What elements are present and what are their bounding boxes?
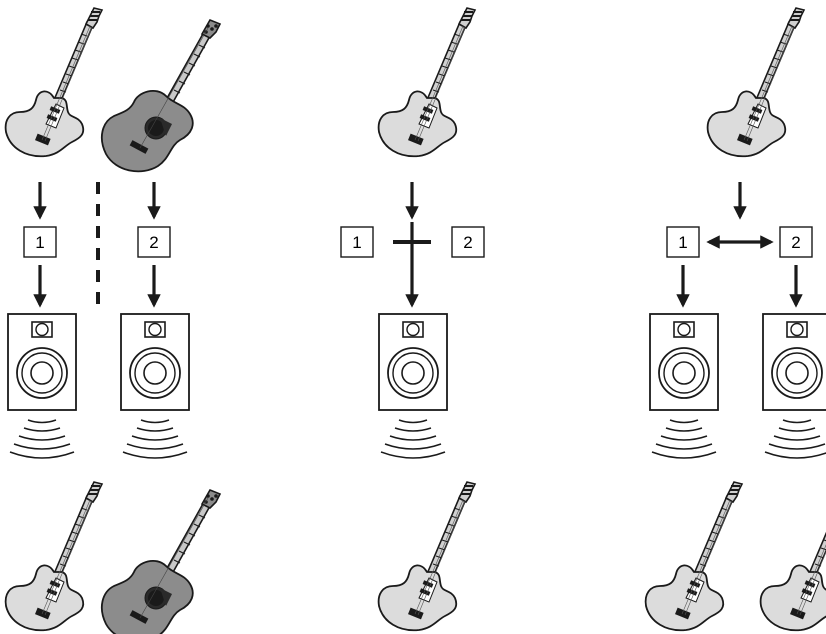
sound-waves-icon [651,419,717,459]
electric-guitar-icon [377,481,476,632]
electric-guitar-icon [4,481,103,632]
channel-label: 1 [678,233,687,252]
electric-guitar-icon [377,7,476,158]
channel-label: 2 [463,233,472,252]
speaker-icon [378,313,448,411]
channel-box-2: 2 [779,226,813,258]
sound-waves-icon [122,419,188,459]
sound-waves-icon [380,419,446,459]
electric-guitar-icon [4,7,103,158]
panel-split: 1 2 [4,7,221,634]
speaker-icon [120,313,190,411]
acoustic-guitar-icon [100,19,221,173]
electric-guitar-icon [644,481,743,632]
panel-stereo: 1 2 [644,7,826,632]
channel-label: 1 [352,233,361,252]
electric-guitar-icon [759,481,826,632]
channel-box-2: 2 [451,226,485,258]
channel-label: 2 [149,233,158,252]
channel-label: 1 [35,233,44,252]
electric-guitar-icon [706,7,805,158]
channel-box-1: 1 [340,226,374,258]
channel-box-2: 2 [137,226,171,258]
sound-waves-icon [764,419,826,459]
channel-box-1: 1 [23,226,57,258]
speaker-icon [7,313,77,411]
speaker-icon [649,313,719,411]
sound-waves-icon [9,419,75,459]
channel-box-1: 1 [666,226,700,258]
channel-label: 2 [791,233,800,252]
acoustic-guitar-icon [100,489,221,634]
panel-layer: 1 2 [340,7,485,632]
speaker-icon [762,313,826,411]
